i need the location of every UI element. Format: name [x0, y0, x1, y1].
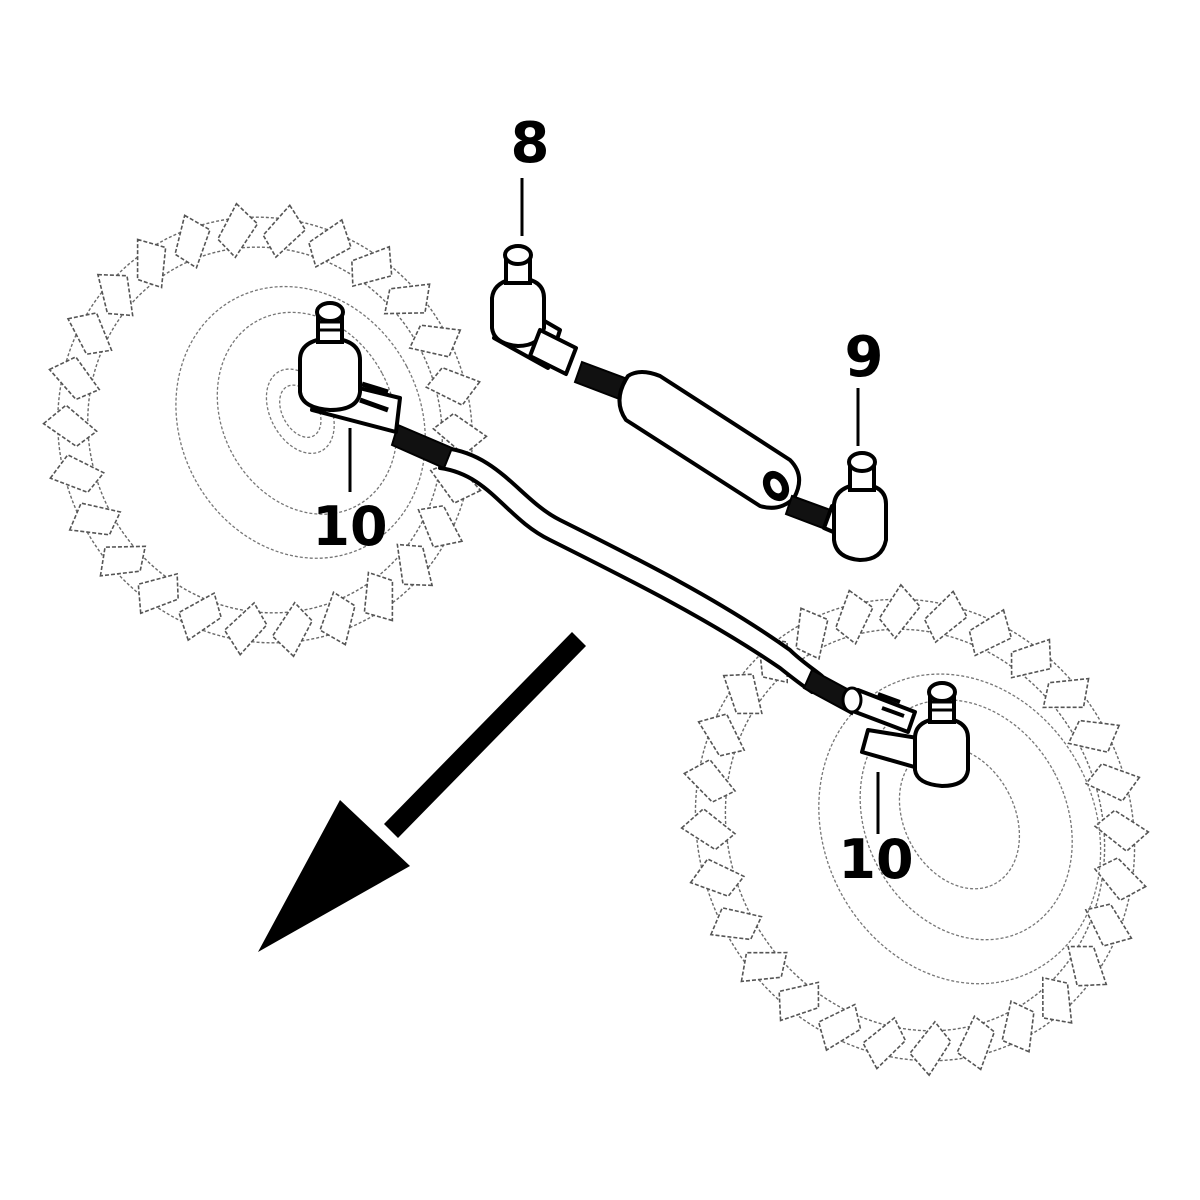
drag-link-tube-bore-inner — [770, 478, 782, 494]
tread-lug — [778, 981, 820, 1022]
tread-lug — [1093, 856, 1148, 902]
right-sleeve-end — [841, 686, 863, 714]
tread-lug — [307, 218, 353, 269]
right-stud-thread — [932, 700, 952, 712]
tread-lug — [1067, 719, 1121, 754]
callout-10-right: 10 — [838, 828, 913, 891]
tread-lug — [1001, 1000, 1035, 1053]
tread-lug — [740, 951, 788, 983]
tread-lug — [722, 673, 763, 715]
tread-lug — [417, 504, 464, 549]
left-stud-thread — [320, 320, 340, 332]
tread-lug — [408, 324, 462, 358]
tread-lug — [137, 572, 179, 615]
left-ball-joint-housing — [298, 336, 362, 412]
tread-lug — [383, 283, 431, 315]
tread-lug — [1084, 903, 1133, 947]
tread-lug — [432, 412, 488, 456]
drag-link-exploded — [490, 244, 888, 562]
right-stud-nut — [927, 681, 957, 703]
left-tie-rod-end — [298, 301, 402, 434]
tread-lug — [68, 502, 122, 536]
tread-lug — [49, 453, 105, 494]
tread-lug — [878, 583, 922, 640]
tread-lug — [66, 311, 113, 356]
tread-lug — [1042, 677, 1090, 709]
tread-lug — [174, 214, 211, 269]
tread-lug — [48, 355, 101, 401]
tread-lug — [351, 245, 393, 288]
left-stud-nut — [315, 301, 345, 323]
tread-lug — [689, 857, 746, 898]
tread-lug — [262, 203, 307, 259]
tread-lug — [709, 906, 763, 941]
left-tire-tread — [42, 202, 488, 658]
tread-lug — [425, 366, 481, 407]
tread-lug — [923, 590, 969, 644]
drag-link-end-9-housing — [832, 482, 888, 562]
drag-link-end-9-nut — [847, 451, 877, 473]
tread-lug — [682, 758, 737, 804]
left-front-wheel — [42, 202, 488, 658]
callout-8: 8 — [511, 111, 550, 176]
direction-of-travel-arrow — [258, 632, 586, 952]
tread-lug — [1067, 945, 1108, 987]
tread-lug — [861, 1016, 907, 1070]
tread-lug — [271, 601, 314, 658]
right-tire-tread — [680, 583, 1150, 1077]
callout-9: 9 — [845, 325, 884, 390]
tread-lug — [1010, 638, 1052, 679]
tread-lug — [363, 571, 394, 622]
tread-lug — [795, 607, 829, 660]
right-ball-joint-housing — [913, 716, 970, 788]
drag-link-end-8-sleeve — [528, 328, 578, 376]
tread-lug — [834, 589, 874, 646]
tread-lug — [216, 202, 259, 259]
left-end-clamp-bolt — [359, 381, 389, 413]
right-front-wheel — [680, 583, 1150, 1077]
right-clamp-bolt — [877, 692, 905, 718]
tread-lug — [99, 545, 147, 577]
tread-lug — [429, 459, 482, 505]
tread-lug — [956, 1014, 996, 1071]
tread-lug — [1041, 976, 1073, 1024]
right-tie-rod-end — [860, 681, 970, 788]
tread-lug — [42, 404, 98, 448]
tread-lug — [136, 238, 167, 289]
drag-link-end-8-nut — [503, 244, 533, 266]
tread-lug — [817, 1003, 862, 1052]
tread-lug — [1084, 762, 1141, 803]
tread-lug — [319, 591, 356, 646]
tread-lug — [1093, 809, 1150, 853]
tread-lug — [968, 608, 1013, 657]
tie-rod-assembly — [390, 423, 917, 734]
tread-lug — [908, 1020, 952, 1077]
tread-lug — [697, 713, 746, 757]
arrow-head — [258, 800, 410, 952]
tread-lug — [96, 273, 134, 317]
tread-lug — [680, 807, 737, 851]
tread-lug — [177, 591, 223, 642]
tread-lug — [396, 543, 434, 587]
left-thread — [390, 423, 454, 470]
tread-lug — [223, 601, 268, 657]
callout-10-left: 10 — [312, 495, 387, 558]
